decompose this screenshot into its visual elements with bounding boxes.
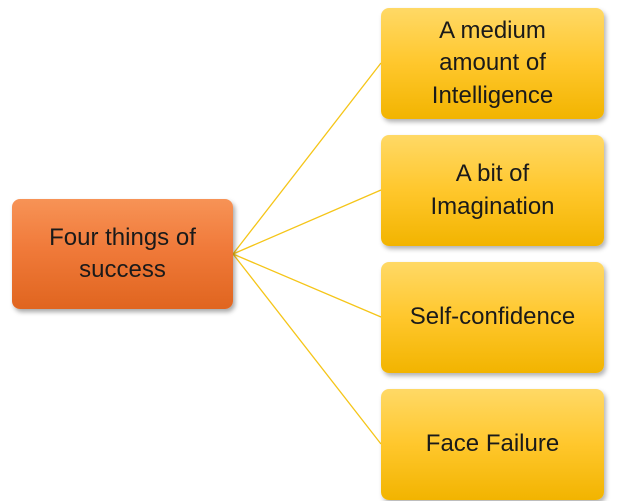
- root-node-label: Four things of success: [49, 223, 196, 283]
- connector-to-face-failure: [232, 253, 382, 445]
- child-node-self-confidence: Self-confidence: [381, 262, 604, 373]
- child-node-intelligence: A medium amount of Intelligence: [381, 8, 604, 119]
- child-node-label: Face Failure: [425, 430, 560, 458]
- root-node-four-things-of-success: Four things of success: [12, 199, 233, 309]
- child-node-face-failure: Face Failure: [381, 389, 604, 500]
- connector-to-imagination: [232, 189, 382, 255]
- child-node-imagination: A bit of Imagination: [381, 135, 604, 246]
- child-node-label: A medium amount of Intelligence: [431, 16, 554, 109]
- child-node-label: Self-confidence: [409, 303, 576, 331]
- connector-to-self-confidence: [232, 253, 382, 318]
- child-node-label: A bit of Imagination: [430, 160, 555, 220]
- connector-to-intelligence: [232, 62, 382, 255]
